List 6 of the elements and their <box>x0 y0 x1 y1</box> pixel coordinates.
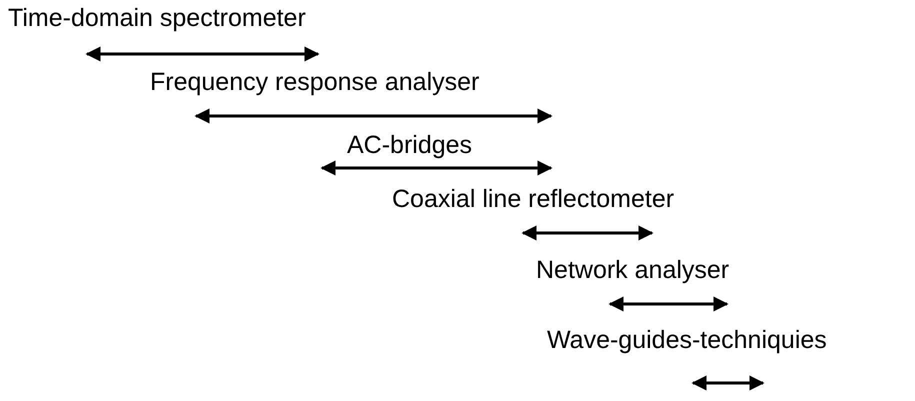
instrument-label: Coaxial line reflectometer <box>392 184 674 214</box>
instrument-label: Frequency response analyser <box>150 67 480 97</box>
instrument-label: AC-bridges <box>347 130 472 160</box>
instrument-label: Time-domain spectrometer <box>8 3 306 33</box>
instrument-label: Wave-guides-techniquies <box>547 325 827 355</box>
instrument-label: Network analyser <box>536 255 730 285</box>
